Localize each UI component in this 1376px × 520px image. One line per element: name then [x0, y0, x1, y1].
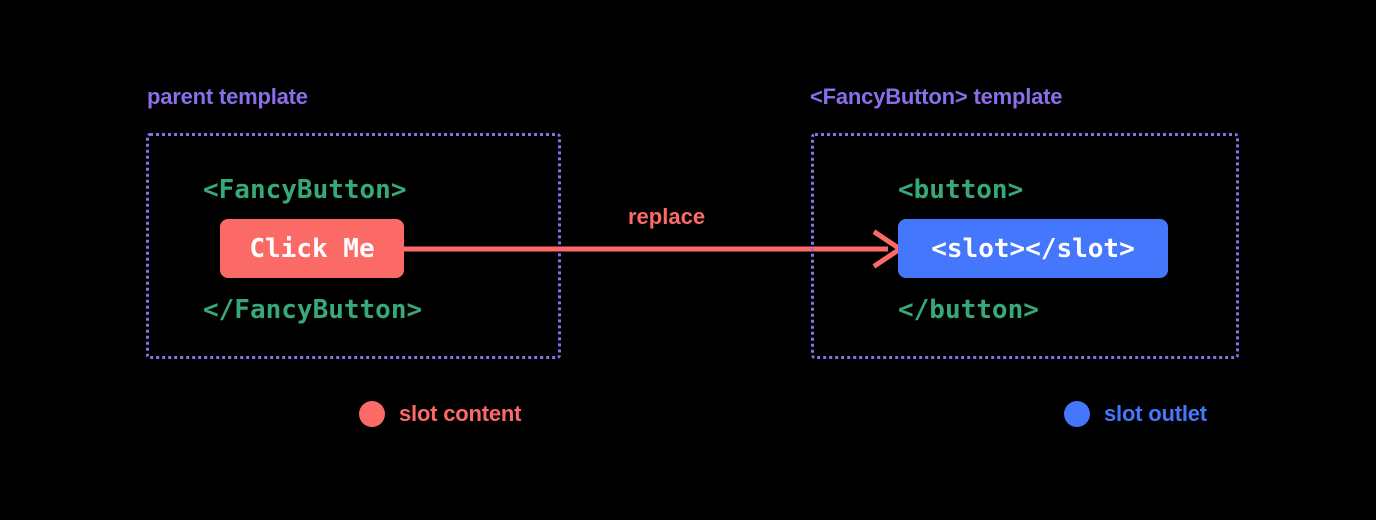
legend-label-slot-content: slot content	[399, 401, 522, 426]
button-open-tag: <button>	[898, 175, 1024, 205]
parent-open-tag: <FancyButton>	[203, 175, 407, 205]
parent-template-box	[146, 133, 561, 359]
legend-label-slot-outlet: slot outlet	[1104, 401, 1207, 426]
arrow-label-replace: replace	[628, 204, 706, 229]
slot-outlet-pill[interactable]: <slot></slot>	[898, 219, 1168, 278]
legend-dot-icon-slot-content	[359, 401, 385, 427]
slot-content-pill[interactable]: Click Me	[220, 219, 404, 278]
legend-item-slot-content: slot content	[359, 401, 521, 427]
parent-close-tag: </FancyButton>	[203, 295, 423, 325]
legend-dot-icon-slot-outlet	[1064, 401, 1090, 427]
legend-item-slot-outlet: slot outlet	[1064, 401, 1207, 427]
fancybutton-template-title: <FancyButton> template	[810, 84, 1063, 109]
fancybutton-template-box	[811, 133, 1239, 359]
button-close-tag: </button>	[898, 295, 1039, 325]
parent-template-title: parent template	[147, 84, 308, 109]
